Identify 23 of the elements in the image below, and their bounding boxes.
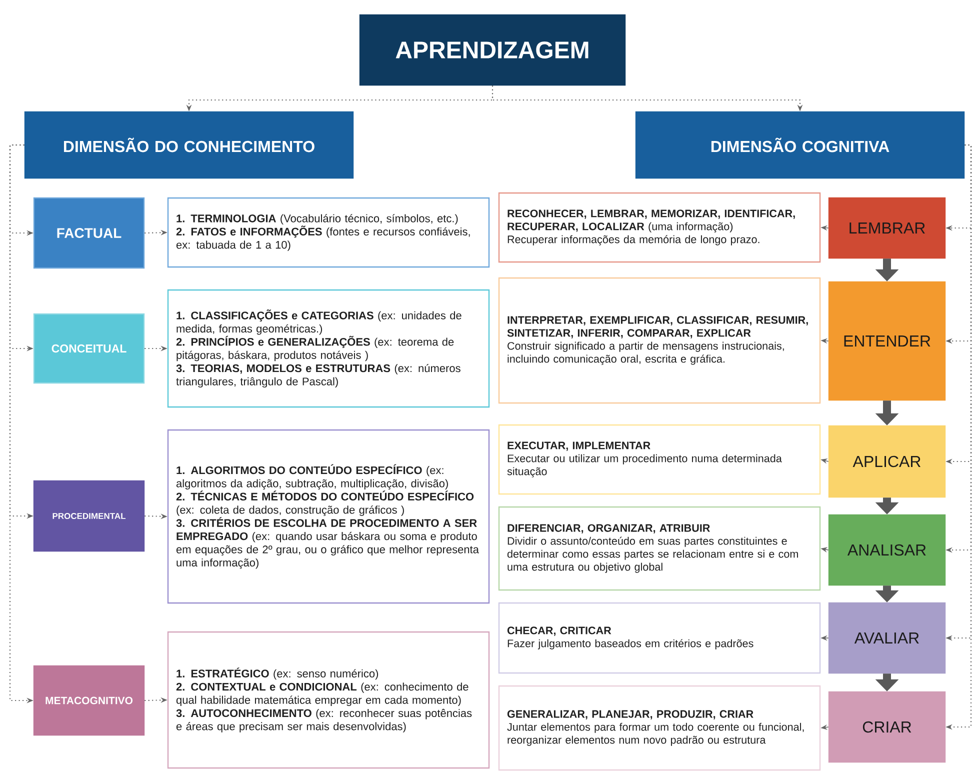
description-box: GENERALIZAR, PLANEJAR, PRODUZIR, CRIAR Juntar elementos para formar um todo coerente ou funcional, reorganizar elementos num novo padrão ou estrutura: [498, 685, 821, 771]
description-box: INTERPRETAR, EXEMPLIFICAR, CLASSIFICAR, RESUMIR, SINTETIZAR, INFERIR, COMPARAR, EXPLICAR Construir significado a partir de mensagens instrucionais, incluindo comunicação oral, escrita e gráfica.: [498, 277, 821, 404]
level-box: ANALISAR: [828, 514, 946, 586]
description-box: RECONHECER, LEMBRAR, MEMORIZAR, IDENTIFICAR, RECUPERAR, LOCALIZAR (uma informação) Recuperar informações da memória de longo prazo.: [498, 192, 821, 263]
title-box: APRENDIZAGEM: [359, 14, 626, 86]
description-box: EXECUTAR, IMPLEMENTAR Executar ou utilizar um procedimento numa determinada situação: [498, 424, 821, 495]
category-box: FACTUAL: [33, 197, 145, 269]
level-box: ENTENDER: [828, 281, 946, 401]
category-box: CONCEITUAL: [33, 313, 145, 384]
description-box: 1. ESTRATÉGICO (ex: senso numérico) 2. CONTEXTUAL e CONDICIONAL (ex: conhecimento de qual habilidade matemática empregar em cada momento) 3. AUTOCONHECIMENTO (ex: reconhecer suas potências e áreas que precisam ser mais desenvolvidas): [167, 631, 490, 769]
description-box: DIFERENCIAR, ORGANIZAR, ATRIBUIR Dividir o assunto/conteúdo em suas partes constituintes e determinar como essas partes se relacionam entre si e com uma estrutura ou objetivo global: [498, 506, 821, 591]
dimension-box: DIMENSÃO DO CONHECIMENTO: [24, 111, 354, 179]
description-box: 1. TERMINOLOGIA (Vocabulário técnico, símbolos, etc.) 2. FATOS e INFORMAÇÕES (fontes e recursos confiáveis, ex: tabuada de 1 a 10): [167, 197, 490, 268]
description-box: 1. CLASSIFICAÇÕES e CATEGORIAS (ex: unidades de medida, formas geométricas.) 2. PRINCÍPIOS e GENERALIZAÇÕES (ex: teorema de pitágoras, báskara, produtos notáveis ) 3. TEORIAS, MODELOS e ESTRUTURAS (ex: números triangulares, triângulo de Pascal): [167, 289, 490, 408]
description-box: 1. ALGORITMOS DO CONTEÚDO ESPECÍFICO (ex: algoritmos da adição, subtração, multiplicação, divisão) 2. TÉCNICAS E MÉTODOS DO CONTEÚDO ESPECÍFICO (ex: coleta de dados, construção de gráficos ) 3. CRITÉRIOS DE ESCOLHA DE PROCEDIMENTO A SER EMPREGADO (ex: quando usar báskara ou soma e produto em equações de 2º grau, ou o gráfico que melhor representa uma informação): [167, 429, 490, 604]
level-box: CRIAR: [828, 691, 946, 763]
category-box: PROCEDIMENTAL: [33, 480, 145, 552]
dimension-box: DIMENSÃO COGNITIVA: [635, 111, 965, 179]
level-box: LEMBRAR: [828, 197, 946, 259]
level-box: APLICAR: [828, 425, 946, 498]
description-box: CHECAR, CRITICAR Fazer julgamento baseados em critérios e padrões: [498, 602, 821, 674]
level-box: AVALIAR: [828, 602, 946, 674]
category-box: METACOGNITIVO: [33, 665, 145, 736]
